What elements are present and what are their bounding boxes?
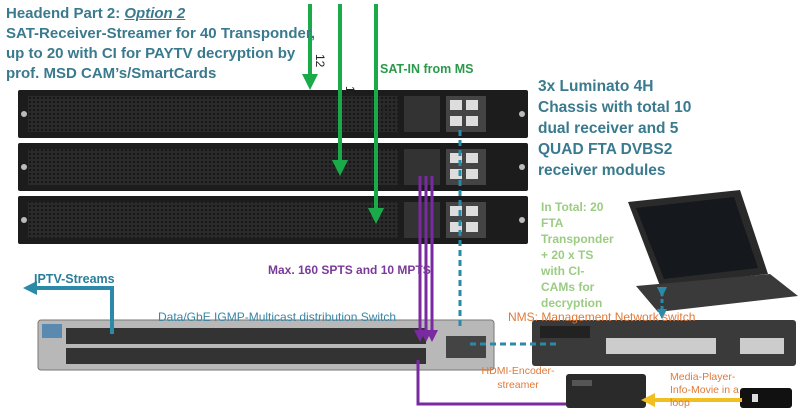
spts-purple-links (414, 176, 566, 406)
luminato-chassis-3 (18, 196, 528, 244)
data-switch-label: Data/GbE IGMP-Multicast distribution Swi… (158, 310, 397, 324)
sat-in-label: SAT-IN from MS (380, 62, 474, 76)
management-links (458, 130, 668, 346)
title-line-2: SAT-Receiver-Streamer for 40 Transponder… (6, 25, 316, 42)
luminato-chassis-2 (18, 143, 528, 191)
luminato-chassis-1 (18, 90, 528, 138)
media-player-label: Media-Player-Info-Movie in a loop (670, 371, 739, 409)
title-option: Option 2 (124, 5, 186, 22)
hdmi-encoder-image (566, 374, 646, 408)
title-line-3: up to 20 with CI for PAYTV decryption by (6, 45, 296, 62)
media-player-image (740, 388, 792, 408)
diagram-title: Headend Part 2: Option 2 SAT-Receiver-St… (6, 4, 315, 84)
cable-count-2: 16 (343, 86, 357, 100)
hdmi-label: HDMI-Encoder-streamer (481, 365, 555, 391)
spts-label: Max. 160 SPTS and 10 MPTS (268, 263, 431, 277)
luminato-label: 3x Luminato 4H Chassis with total 10 dua… (538, 78, 692, 179)
cable-count-1: 12 (313, 54, 327, 68)
nms-label: NMS: Management Network switch (508, 310, 696, 324)
laptop-image (628, 190, 798, 312)
sat-in-cables (302, 4, 384, 224)
title-line-4: prof. MSD CAM’s/SmartCards (6, 65, 217, 82)
cable-count-3: 12 (379, 104, 393, 118)
data-gbe-switch (37, 319, 495, 371)
iptv-label: IPTV-Streams (34, 272, 115, 286)
nms-switch (532, 320, 796, 366)
in-total-label: In Total: 20 FTA Transponder + 20 x TS w… (541, 200, 614, 310)
iptv-output-arrow (23, 281, 114, 334)
title-prefix: Headend Part 2: (6, 5, 125, 22)
